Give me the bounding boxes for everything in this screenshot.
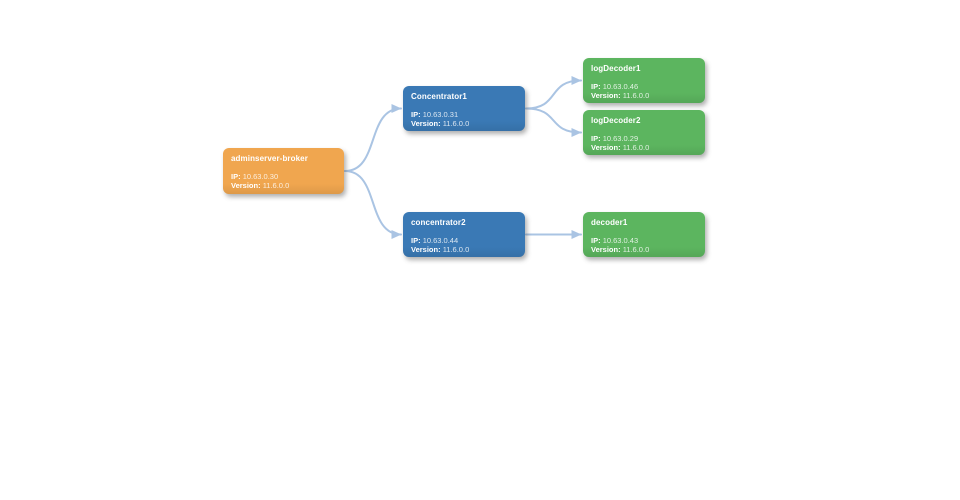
ip-label: IP: bbox=[231, 172, 241, 181]
ip-value: 10.63.0.43 bbox=[602, 236, 639, 245]
node-version-row: Version: 11.6.0.0 bbox=[411, 119, 517, 128]
node-ip-row: IP: 10.63.0.29 bbox=[591, 134, 697, 143]
ip-label: IP: bbox=[411, 110, 421, 119]
version-label: Version: bbox=[591, 245, 621, 254]
ip-label: IP: bbox=[411, 236, 421, 245]
node-version-row: Version: 11.6.0.0 bbox=[591, 143, 697, 152]
node-ip-row: IP: 10.63.0.30 bbox=[231, 172, 336, 181]
ip-value: 10.63.0.46 bbox=[602, 82, 639, 91]
node-version-row: Version: 11.6.0.0 bbox=[231, 181, 336, 190]
node-ip-row: IP: 10.63.0.43 bbox=[591, 236, 697, 245]
node-title: adminserver-broker bbox=[231, 154, 308, 163]
version-value: 11.6.0.0 bbox=[622, 245, 650, 254]
edge-adminserver-broker-to-concentrator2 bbox=[344, 170, 402, 239]
ip-label: IP: bbox=[591, 82, 601, 91]
node-title: logDecoder1 bbox=[591, 64, 641, 73]
node-version-row: Version: 11.6.0.0 bbox=[591, 245, 697, 254]
version-label: Version: bbox=[591, 143, 621, 152]
version-label: Version: bbox=[411, 119, 441, 128]
node-ip-row: IP: 10.63.0.44 bbox=[411, 236, 517, 245]
edge-concentrator1-to-logdecoder1 bbox=[525, 76, 582, 110]
ip-label: IP: bbox=[591, 236, 601, 245]
version-value: 11.6.0.0 bbox=[442, 119, 470, 128]
ip-value: 10.63.0.44 bbox=[422, 236, 459, 245]
edge-adminserver-broker-to-concentrator1 bbox=[344, 104, 402, 172]
node-ip-row: IP: 10.63.0.46 bbox=[591, 82, 697, 91]
version-label: Version: bbox=[231, 181, 261, 190]
version-label: Version: bbox=[591, 91, 621, 100]
version-value: 11.6.0.0 bbox=[622, 91, 650, 100]
edge-concentrator1-to-logdecoder2 bbox=[525, 107, 582, 137]
node-title: Concentrator1 bbox=[411, 92, 467, 101]
version-value: 11.6.0.0 bbox=[262, 181, 290, 190]
version-value: 11.6.0.0 bbox=[622, 143, 650, 152]
version-label: Version: bbox=[411, 245, 441, 254]
node-version-row: Version: 11.6.0.0 bbox=[411, 245, 517, 254]
node-title: decoder1 bbox=[591, 218, 628, 227]
node-version-row: Version: 11.6.0.0 bbox=[591, 91, 697, 100]
ip-value: 10.63.0.31 bbox=[422, 110, 459, 119]
version-value: 11.6.0.0 bbox=[442, 245, 470, 254]
ip-label: IP: bbox=[591, 134, 601, 143]
node-ip-row: IP: 10.63.0.31 bbox=[411, 110, 517, 119]
ip-value: 10.63.0.30 bbox=[242, 172, 279, 181]
node-title: concentrator2 bbox=[411, 218, 466, 227]
ip-value: 10.63.0.29 bbox=[602, 134, 639, 143]
node-title: logDecoder2 bbox=[591, 116, 641, 125]
